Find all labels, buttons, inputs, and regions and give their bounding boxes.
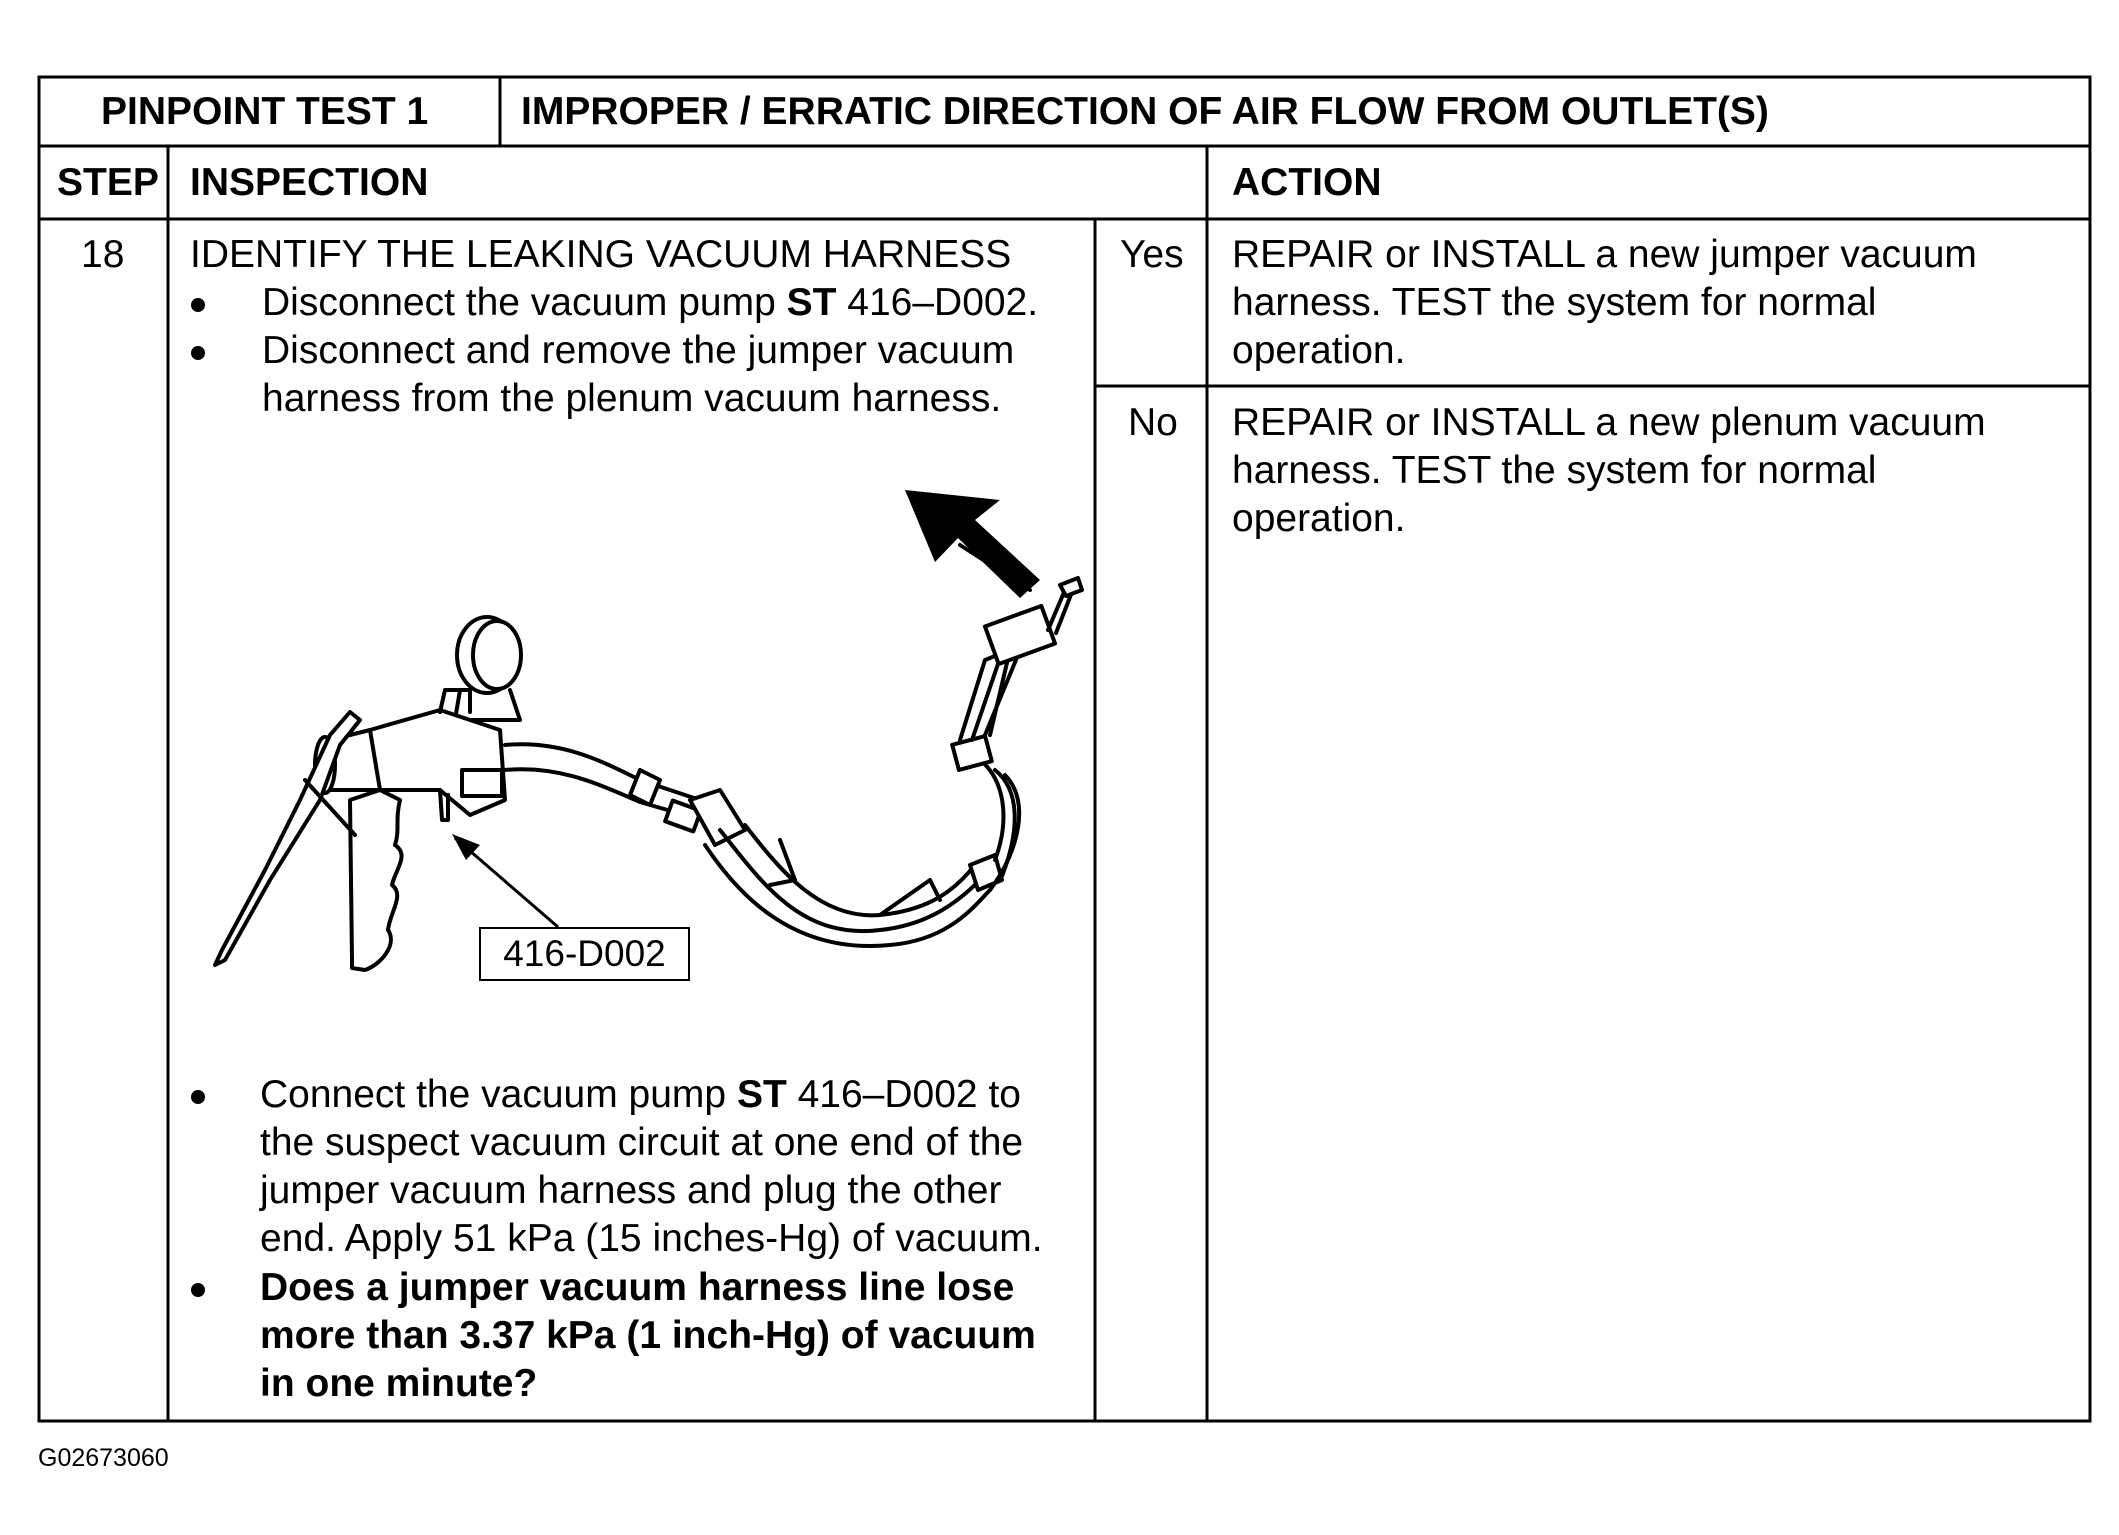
column-header-action: ACTION [1232,161,1382,204]
answer-yes: Yes [1120,233,1184,276]
bullet-disconnect-pump: Disconnect the vacuum pump ST 416–D002. [262,278,1038,327]
step-number: 18 [81,233,125,276]
step-heading: IDENTIFY THE LEAKING VACUUM HARNESS [190,233,1012,276]
bullet3-bold: ST [736,1073,787,1116]
bullet1-post: 416–D002. [836,281,1039,324]
column-header-step: STEP [57,161,159,204]
pointer-arrow-icon [905,490,1040,598]
action-yes-line3: operation. [1232,329,1406,372]
action-yes-line1: REPAIR or INSTALL a new jumper vacuum [1232,233,1977,276]
bullet3-text: Connect the vacuum pump [260,1073,737,1116]
test-label: PINPOINT TEST 1 [101,90,429,133]
question-line3: in one minute? [260,1362,538,1405]
bullet-remove-harness-line2: harness from the plenum vacuum harness. [262,377,1002,420]
action-yes-line2: harness. TEST the system for normal [1232,281,1877,324]
bullet-connect-pump-line1: Connect the vacuum pump ST 416–D002 to [260,1070,1021,1119]
column-header-inspection: INSPECTION [190,161,429,204]
question-line2: more than 3.37 kPa (1 inch-Hg) of vacuum [260,1314,1036,1357]
bullet-remove-harness-line1: Disconnect and remove the jumper vacuum [262,329,1015,372]
callout-arrowhead-icon [452,834,480,860]
question-line1: Does a jumper vacuum harness line lose [260,1266,1015,1309]
bullet-connect-pump-line3: jumper vacuum harness and plug the other [260,1169,1002,1212]
bullet3-post: 416–D002 to [786,1073,1021,1116]
test-title: IMPROPER / ERRATIC DIRECTION OF AIR FLOW… [521,90,1769,133]
tool-callout-label: 416-D002 [479,927,690,981]
bullet-icon [191,1283,205,1297]
action-no-line1: REPAIR or INSTALL a new plenum vacuum [1232,401,1986,444]
bullet1-bold: ST [786,281,837,324]
action-no-line2: harness. TEST the system for normal [1232,449,1877,492]
bullet-connect-pump-line4: end. Apply 51 kPa (15 inches-Hg) of vacu… [260,1217,1043,1260]
action-no-line3: operation. [1232,497,1406,540]
bullet1-text: Disconnect the vacuum pump [262,281,787,324]
table-grid [37,75,2092,1423]
answer-no: No [1128,401,1178,444]
bullet-icon [191,1090,205,1104]
bullet-icon [191,346,205,360]
vacuum-pump-illustration [213,543,1084,972]
bullet-connect-pump-line2: the suspect vacuum circuit at one end of… [260,1121,1024,1164]
figure-id: G02673060 [38,1444,169,1472]
bullet-icon [191,298,205,312]
